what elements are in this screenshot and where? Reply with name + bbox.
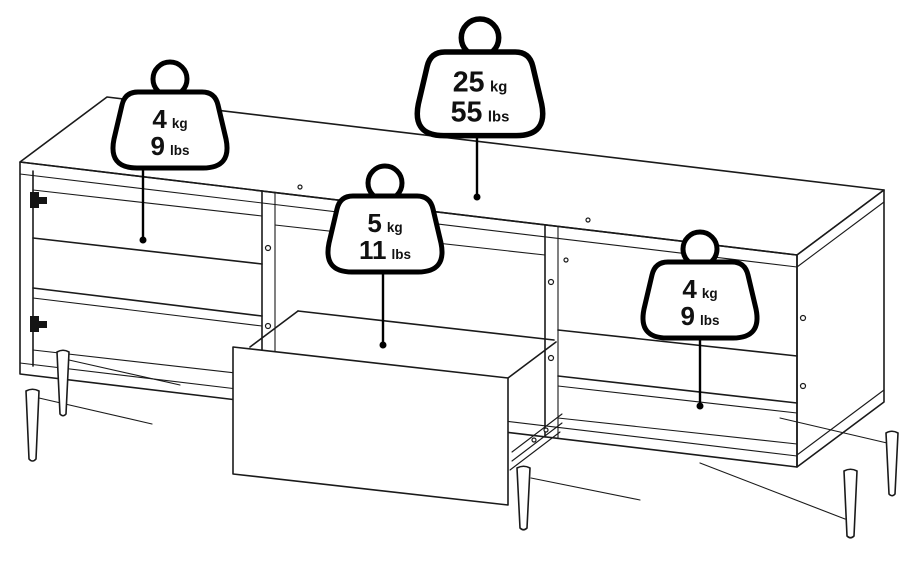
- cam-lock-icon: [264, 322, 272, 330]
- hinge-plate-icon: [30, 316, 39, 332]
- weight-kg-text: 4 kg: [152, 104, 187, 134]
- metal-legs: [25, 349, 899, 539]
- drawer-slide-rail: [511, 413, 563, 453]
- frame-brace-right: [699, 462, 846, 520]
- rail-screw-icon: [531, 437, 537, 443]
- left-shelf-front-edge: [32, 287, 263, 317]
- kg-unit: kg: [172, 116, 188, 131]
- lbs-unit: lbs: [170, 143, 190, 158]
- left-bottom-back-edge: [32, 349, 263, 377]
- hinge-hardware-bottom: [30, 316, 47, 332]
- kg-value: 25: [453, 67, 485, 99]
- left-shelf-back-edge: [32, 237, 263, 265]
- weight-badge-top-surface: 25 kg 55 lbs: [414, 16, 546, 139]
- right-panel-top-thickness: [796, 201, 885, 268]
- drawer-side-left-top: [249, 310, 299, 348]
- drawer-slide-rail: [509, 431, 561, 471]
- right-shelf-thickness: [557, 385, 798, 414]
- kg-value: 4: [152, 104, 167, 134]
- kg-value: 4: [682, 274, 697, 304]
- right-panel-bottom-thickness: [796, 389, 885, 456]
- hinge-hardware-top: [30, 192, 47, 208]
- right-shelf-back-edge: [557, 329, 798, 357]
- cam-lock-icon: [563, 257, 569, 263]
- frame-brace-middle: [530, 477, 641, 501]
- leg-front-left: [25, 388, 40, 462]
- weight-badge-drawer: 5 kg 11 lbs: [325, 163, 445, 275]
- frame-brace-left-rear: [68, 359, 181, 386]
- right-shelf: [557, 329, 798, 445]
- weight-kg-text: 4 kg: [682, 274, 717, 304]
- right-bottom-back-edge: [557, 417, 798, 445]
- target-dot-right-shelf: [696, 402, 704, 410]
- lbs-unit: lbs: [700, 313, 720, 328]
- frame-brace-right-rear: [779, 417, 888, 444]
- cam-lock-icon: [297, 184, 303, 190]
- weight-lbs-text: 9 lbs: [681, 301, 720, 331]
- kg-unit: kg: [490, 80, 507, 96]
- weight-body-icon: [414, 49, 546, 139]
- kg-value: 5: [367, 208, 381, 238]
- lbs-value: 9: [681, 301, 695, 331]
- lbs-value: 9: [151, 131, 165, 161]
- target-dot-drawer: [379, 341, 387, 349]
- target-dot-top-surface: [473, 193, 481, 201]
- drawer-slide-rail: [511, 422, 563, 462]
- right-shelf-front-edge: [557, 375, 798, 404]
- weight-kg-text: 25 kg: [453, 67, 508, 99]
- lbs-value: 11: [359, 235, 387, 265]
- open-drawer: [232, 310, 563, 506]
- kg-unit: kg: [387, 220, 403, 235]
- cam-lock-icon: [547, 354, 555, 362]
- left-shelf: [32, 189, 263, 377]
- weight-body-icon: [325, 193, 445, 275]
- leg-back-right: [885, 430, 899, 497]
- hinge-arm-icon: [39, 321, 47, 328]
- cabinet-front-outline: [19, 161, 798, 468]
- weight-lbs-text: 55 lbs: [451, 96, 510, 128]
- drawer-side-right-top: [507, 341, 557, 379]
- cam-lock-icon: [585, 217, 591, 223]
- drawer-back-top-edge: [297, 310, 555, 341]
- lbs-unit: lbs: [391, 247, 411, 262]
- cam-lock-fittings: [264, 184, 807, 390]
- kg-unit: kg: [702, 286, 718, 301]
- weight-body-icon: [110, 89, 230, 171]
- cam-lock-icon: [264, 244, 272, 252]
- cam-lock-icon: [799, 314, 807, 322]
- lbs-value: 55: [451, 96, 483, 128]
- left-shelf-thickness: [32, 297, 263, 327]
- rail-screw-icon: [543, 427, 549, 433]
- leg-back-left: [56, 349, 70, 417]
- leg-front-right: [843, 468, 858, 539]
- leader-lines: [139, 134, 704, 410]
- weight-kg-text: 5 kg: [367, 208, 402, 238]
- weight-lbs-text: 9 lbs: [151, 131, 190, 161]
- left-back-wall-line: [32, 189, 263, 217]
- weight-badge-left-shelf: 4 kg 9 lbs: [110, 59, 230, 171]
- cam-lock-icon: [799, 382, 807, 390]
- lbs-unit: lbs: [488, 109, 509, 125]
- leg-middle: [516, 465, 531, 531]
- hinge-arm-icon: [39, 197, 47, 204]
- weight-body-icon: [640, 259, 760, 341]
- cam-lock-icon: [547, 278, 555, 286]
- target-dot-left-shelf: [139, 236, 147, 244]
- frame-brace-left: [38, 397, 153, 425]
- drawer-front-panel: [232, 346, 509, 506]
- weight-lbs-text: 11 lbs: [359, 235, 411, 265]
- hinge-plate-icon: [30, 192, 39, 208]
- weight-badge-right-shelf: 4 kg 9 lbs: [640, 229, 760, 341]
- divider-right: [544, 224, 559, 439]
